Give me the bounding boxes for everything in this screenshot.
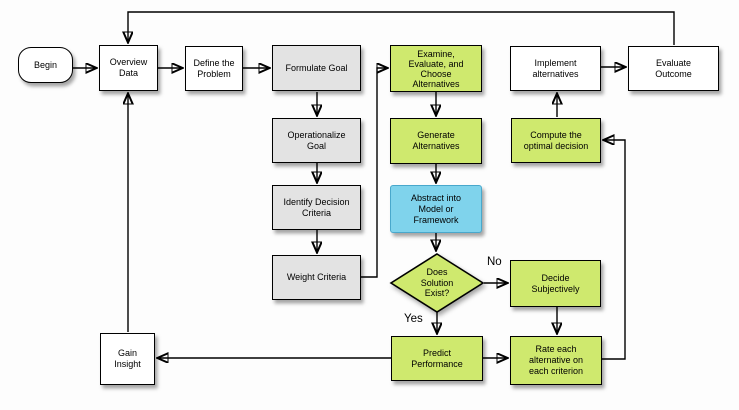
decision-diamond-shape <box>389 253 485 313</box>
node-evaluate-outcome-label: Evaluate Outcome <box>655 57 692 79</box>
node-rate-each-alternative-label: Rate each alternative on each criterion <box>528 344 584 376</box>
node-formulate-goal: Formulate Goal <box>272 45 361 91</box>
node-define-problem: Define the Problem <box>185 46 243 91</box>
node-weight-criteria-label: Weight Criteria <box>286 272 347 282</box>
node-define-problem-label: Define the Problem <box>193 57 235 79</box>
node-predict-performance-label: Predict Performance <box>411 347 463 369</box>
node-overview-data-label: Overview Data <box>109 57 148 78</box>
node-begin-label: Begin <box>33 59 58 70</box>
node-operationalize-goal: Operationalize Goal <box>272 118 361 163</box>
node-does-solution-exist: Does Solution Exist? <box>387 251 487 315</box>
node-identify-decision-criteria: Identify Decision Criteria <box>272 185 361 230</box>
node-examine-evaluate-choose: Examine, Evaluate, and Choose Alternativ… <box>390 45 482 92</box>
node-begin: Begin <box>18 47 73 83</box>
node-identify-decision-criteria-label: Identify Decision Criteria <box>283 196 350 218</box>
node-decide-subjectively-label: Decide Subjectively <box>531 272 580 294</box>
node-abstract-into-model: Abstract into Model or Framework <box>390 185 482 233</box>
edge-label-yes: Yes <box>404 313 423 325</box>
edge-label-no: No <box>487 256 502 268</box>
node-formulate-goal-label: Formulate Goal <box>285 62 348 73</box>
arrow-weight-to-examine <box>361 68 387 278</box>
node-examine-evaluate-choose-label: Examine, Evaluate, and Choose Alternativ… <box>408 48 464 89</box>
node-does-solution-exist-label: Does Solution Exist? <box>420 267 454 299</box>
node-operationalize-goal-label: Operationalize Goal <box>287 129 346 151</box>
node-compute-optimal-decision: Compute the optimal decision <box>511 118 601 163</box>
node-implement-alternatives-label: Implement alternatives <box>532 57 579 79</box>
node-rate-each-alternative: Rate each alternative on each criterion <box>510 336 602 385</box>
arrow-evaluate-to-overview <box>128 11 675 45</box>
node-generate-alternatives-label: Generate Alternatives <box>412 130 460 151</box>
node-decide-subjectively: Decide Subjectively <box>510 260 601 307</box>
node-implement-alternatives: Implement alternatives <box>510 46 601 91</box>
node-gain-insight-label: Gain Insight <box>114 348 141 369</box>
node-generate-alternatives: Generate Alternatives <box>390 118 482 164</box>
node-abstract-into-model-label: Abstract into Model or Framework <box>410 192 462 225</box>
node-overview-data: Overview Data <box>99 45 158 91</box>
node-evaluate-outcome: Evaluate Outcome <box>628 46 719 91</box>
node-gain-insight: Gain Insight <box>100 333 155 385</box>
node-weight-criteria: Weight Criteria <box>272 255 361 300</box>
node-predict-performance: Predict Performance <box>391 336 483 381</box>
arrow-rate-to-compute <box>602 140 626 360</box>
node-compute-optimal-decision-label: Compute the optimal decision <box>523 129 589 151</box>
